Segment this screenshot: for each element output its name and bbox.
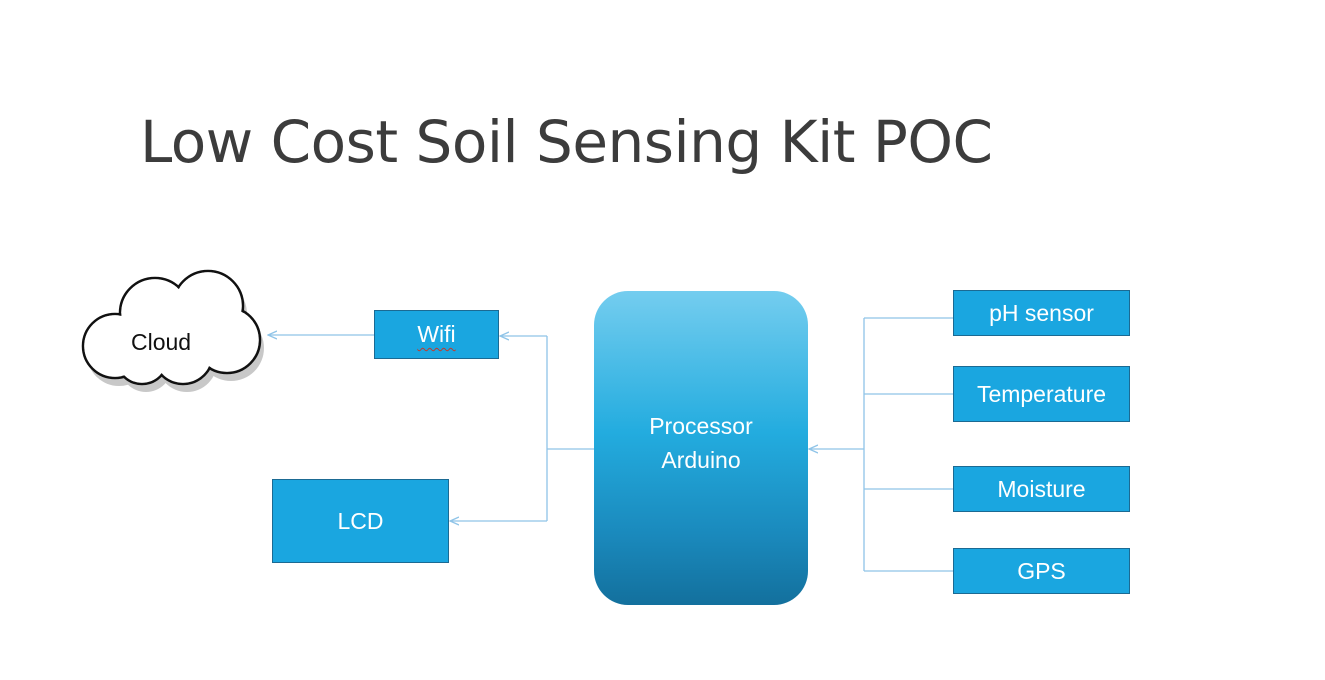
ph-sensor-label: pH sensor bbox=[989, 299, 1094, 326]
arduino-label: Arduino bbox=[661, 447, 741, 473]
processor-output-connector bbox=[450, 336, 594, 521]
cloud-node: Cloud bbox=[75, 268, 275, 398]
temperature-box: Temperature bbox=[953, 366, 1130, 422]
gps-box: GPS bbox=[953, 548, 1130, 594]
lcd-label: LCD bbox=[337, 507, 384, 534]
wifi-box: Wifi bbox=[374, 310, 499, 359]
ph-sensor-box: pH sensor bbox=[953, 290, 1130, 336]
slide-title: Low Cost Soil Sensing Kit POC bbox=[140, 108, 993, 176]
wifi-label: Wifi bbox=[417, 321, 456, 347]
moisture-label: Moisture bbox=[997, 475, 1086, 502]
processor-label: Processor bbox=[649, 413, 753, 439]
temperature-label: Temperature bbox=[976, 380, 1107, 407]
cloud-shape-icon bbox=[81, 269, 264, 392]
sensor-input-connector bbox=[809, 317, 954, 572]
gps-label: GPS bbox=[1017, 557, 1066, 584]
processor-block: Processor Arduino bbox=[594, 291, 808, 605]
cloud-label: Cloud bbox=[131, 329, 192, 355]
moisture-box: Moisture bbox=[953, 466, 1130, 512]
lcd-box: LCD bbox=[272, 479, 449, 563]
